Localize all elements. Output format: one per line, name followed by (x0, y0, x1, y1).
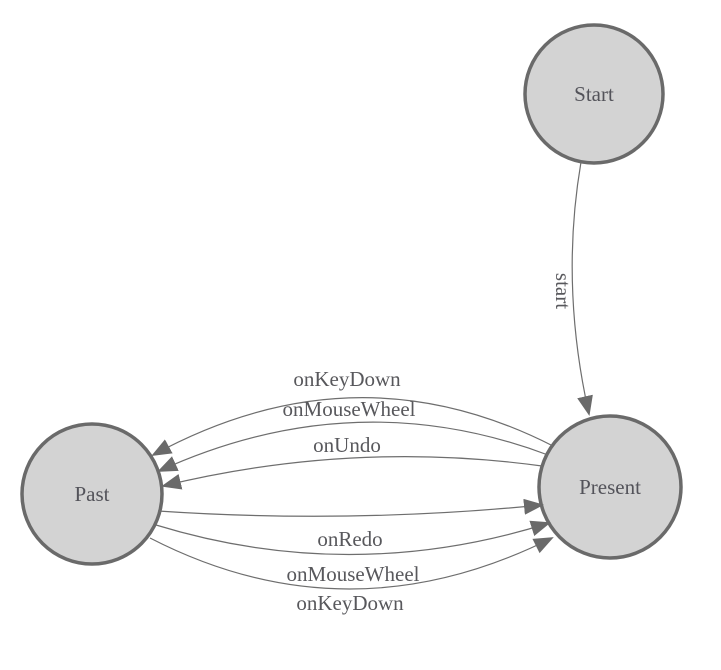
edge-past-to-present-onkeydown (149, 537, 554, 590)
edge-label-onredo: onRedo (317, 527, 382, 551)
edge-label-onkeydown-top: onKeyDown (293, 367, 401, 391)
node-start (523, 23, 665, 165)
edge-label-start: start (551, 273, 575, 309)
node-past (20, 422, 164, 566)
edge-present-to-past-onkeydown (151, 397, 554, 456)
edge-label-onundo: onUndo (313, 433, 381, 457)
node-start-label: Start (574, 82, 614, 106)
edge-past-to-present-onmousewheel (155, 520, 551, 556)
edge-present-to-past-onundo (161, 456, 543, 490)
edge-start-to-present (571, 161, 593, 416)
node-present-label: Present (579, 475, 641, 499)
edge-present-to-past-onmousewheel (157, 421, 549, 472)
node-present (537, 414, 683, 560)
edge-label-onmousewheel-bottom: onMouseWheel (287, 562, 420, 586)
edge-past-to-present-onredo (157, 498, 544, 517)
edge-label-onmousewheel-top: onMouseWheel (283, 397, 416, 421)
edge-label-onkeydown-bottom: onKeyDown (296, 591, 404, 615)
node-past-label: Past (74, 482, 109, 506)
